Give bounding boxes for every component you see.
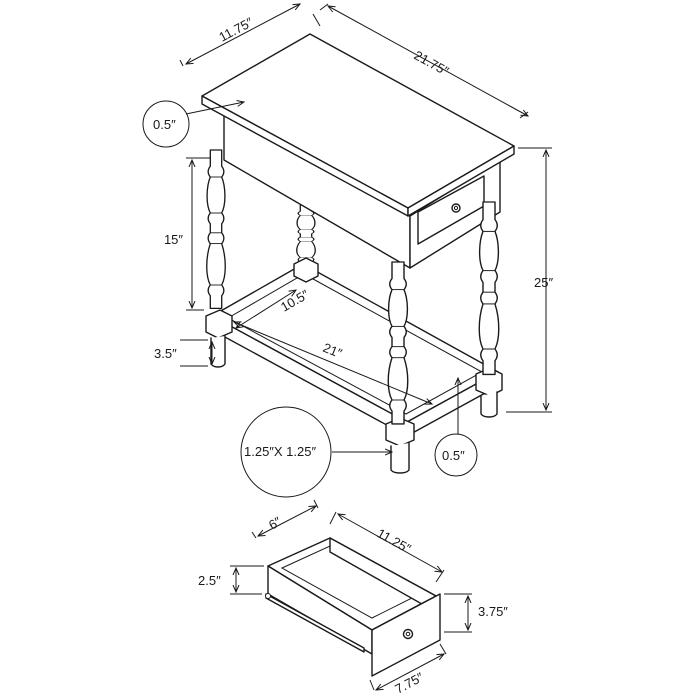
label-shelf-thickness: 0.5″ [442,448,465,463]
label-total-height: 25″ [534,275,553,290]
table-top [201,33,515,217]
foot-back-right [475,367,503,418]
label-drawer-depth: 6″ [266,513,284,532]
dim-shelf-width: 21″ [234,322,432,404]
label-drawer-front-height: 3.75″ [478,604,508,619]
dim-drawer-front-height: 3.75″ [444,593,508,633]
label-drawer-front-width: 7.75″ [392,669,426,696]
callout-leg-section: 1.25″X 1.25″ [240,406,392,498]
label-top-width: 21.75″ [412,48,452,79]
label-foot-height: 3.5″ [154,346,177,361]
label-drawer-side-height: 2.5″ [198,573,221,588]
dim-total-height: 25″ [506,147,553,413]
dim-apron-height: 15″ [164,157,210,311]
foot-back-left [293,257,319,283]
foot-front-right [385,417,415,474]
lower-shelf [211,263,499,437]
callout-top-thickness: 0.5″ [142,101,244,148]
dim-drawer-depth: 6″ [251,499,319,539]
callout-shelf-thickness: 0.5″ [434,378,478,477]
back-left-leg [206,149,226,310]
dim-foot-height: 3.5″ [154,339,212,367]
label-apron-height: 15″ [164,232,183,247]
side-table-drawing: 11.75″ 21.75″ 0.5″ 15″ 25″ [142,4,553,498]
label-top-thickness: 0.5″ [153,117,176,132]
front-right-leg [478,201,500,376]
label-shelf-width: 21″ [321,340,345,361]
label-top-depth: 11.75″ [216,14,255,44]
label-leg-section: 1.25″X 1.25″ [244,444,316,459]
label-drawer-length: 11.25″ [375,526,414,557]
drawer-detail-drawing: 6″ 11.25″ 2.5″ 3.75″ 7.75″ [198,499,508,697]
dim-drawer-side-height: 2.5″ [198,565,264,595]
